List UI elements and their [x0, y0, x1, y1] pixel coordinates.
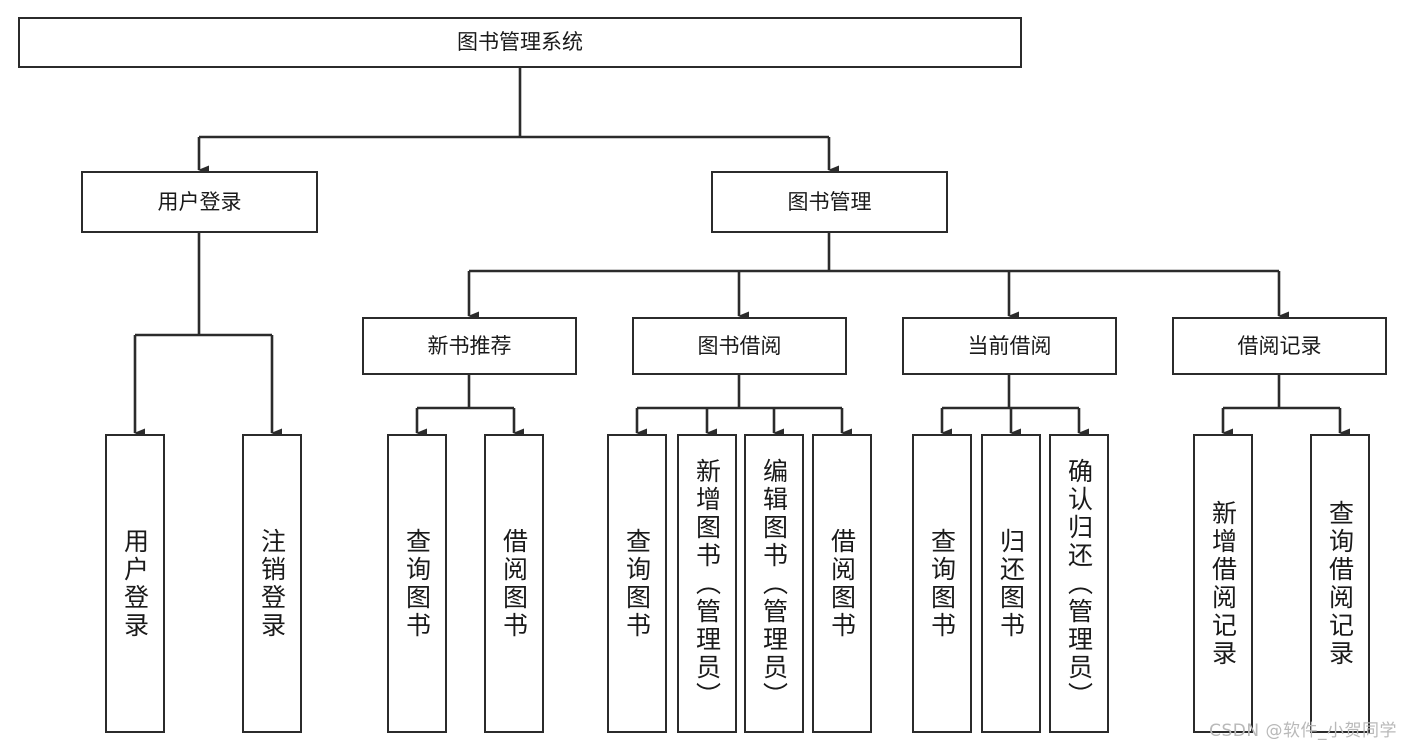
node-label: 编辑图书（管理员）	[759, 457, 789, 710]
node-label: 图书借阅	[697, 333, 782, 358]
node-book-borrow[interactable]: 图书借阅	[632, 317, 847, 375]
node-label: 新书推荐	[427, 333, 512, 358]
node-user-login[interactable]: 用户登录	[81, 171, 318, 233]
node-new-book-rec[interactable]: 新书推荐	[362, 317, 577, 375]
node-leaf-edit-book[interactable]: 编辑图书（管理员）	[744, 434, 804, 733]
node-leaf-add-record[interactable]: 新增借阅记录	[1193, 434, 1253, 733]
node-label: 归还图书	[996, 527, 1026, 640]
node-current-borrow[interactable]: 当前借阅	[902, 317, 1117, 375]
node-leaf-query-book-1[interactable]: 查询图书	[387, 434, 447, 733]
node-leaf-confirm-return[interactable]: 确认归还（管理员）	[1049, 434, 1109, 733]
node-leaf-borrow-book-2[interactable]: 借阅图书	[812, 434, 872, 733]
node-label: 新增借阅记录	[1208, 499, 1238, 668]
node-label: 查询借阅记录	[1325, 499, 1355, 668]
node-leaf-borrow-book-1[interactable]: 借阅图书	[484, 434, 544, 733]
node-leaf-query-book-3[interactable]: 查询图书	[912, 434, 972, 733]
node-label: 图书管理系统	[457, 30, 583, 55]
node-label: 查询图书	[622, 527, 652, 640]
node-leaf-query-book-2[interactable]: 查询图书	[607, 434, 667, 733]
node-label: 借阅图书	[499, 527, 529, 640]
node-leaf-return-book[interactable]: 归还图书	[981, 434, 1041, 733]
node-label: 确认归还（管理员）	[1064, 457, 1094, 710]
node-borrow-record[interactable]: 借阅记录	[1172, 317, 1387, 375]
node-label: 图书管理	[787, 189, 872, 214]
node-label: 查询图书	[402, 527, 432, 640]
node-label: 用户登录	[120, 527, 150, 640]
node-leaf-add-book[interactable]: 新增图书（管理员）	[677, 434, 737, 733]
node-label: 借阅记录	[1237, 333, 1322, 358]
node-label: 新增图书（管理员）	[692, 457, 722, 710]
node-root[interactable]: 图书管理系统	[18, 17, 1022, 68]
node-book-manage[interactable]: 图书管理	[711, 171, 948, 233]
node-label: 用户登录	[157, 189, 242, 214]
watermark-text: CSDN @软件_小贺同学	[1209, 721, 1397, 741]
node-label: 查询图书	[927, 527, 957, 640]
node-leaf-user-login[interactable]: 用户登录	[105, 434, 165, 733]
node-label: 注销登录	[257, 527, 287, 640]
node-label: 借阅图书	[827, 527, 857, 640]
connector-layer	[133, 68, 1350, 438]
node-leaf-user-logout[interactable]: 注销登录	[242, 434, 302, 733]
node-leaf-query-record[interactable]: 查询借阅记录	[1310, 434, 1370, 733]
node-label: 当前借阅	[967, 333, 1052, 358]
